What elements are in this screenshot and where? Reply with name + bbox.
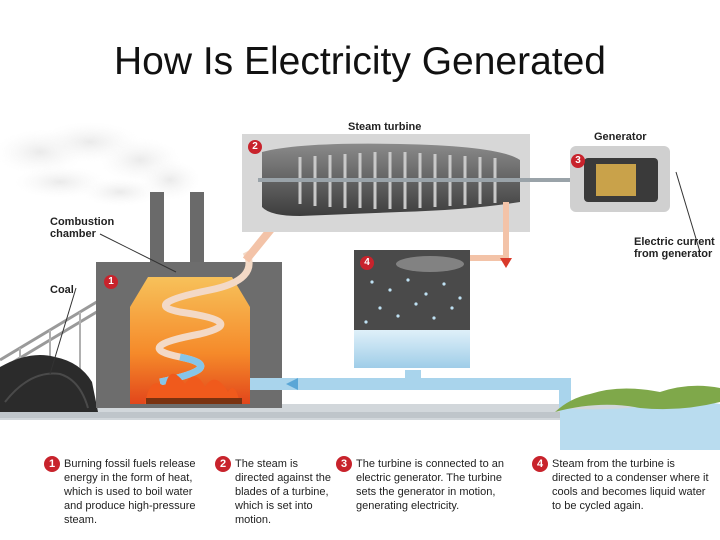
flow-arrow: [286, 378, 298, 390]
flames: [145, 373, 240, 404]
generator-coil: [596, 164, 636, 196]
current-leader: [675, 171, 701, 253]
caption-marker-4: 4: [532, 456, 548, 472]
condensing-droplets: [364, 278, 462, 324]
coal-pile: [0, 354, 98, 412]
water-return-pipe: [250, 378, 571, 408]
river: [560, 402, 720, 450]
combustion-leader: [99, 233, 177, 273]
power-plant-diagram: Steam turbine Generator Combustion chamb…: [0, 112, 720, 450]
chimney-left: [150, 192, 164, 262]
caption-text-1: Burning fossil fuels release energy in t…: [64, 458, 196, 526]
chimney-right: [190, 192, 204, 262]
step-captions: 1 Burning fossil fuels release energy in…: [0, 452, 720, 532]
smoke-plume: [0, 122, 200, 206]
marker-3: 3: [571, 154, 585, 168]
marker-2: 2: [248, 140, 262, 154]
ground-edge: [0, 412, 560, 418]
label-generator: Generator: [594, 131, 647, 143]
page-title: How Is Electricity Generated: [113, 40, 606, 83]
label-electric-current: Electric current from generator: [634, 236, 715, 260]
caption-marker-1: 1: [44, 456, 60, 472]
power-plant-illustration: [0, 122, 720, 450]
label-combustion-chamber: Combustion chamber: [50, 216, 115, 240]
caption-marker-2: 2: [215, 456, 231, 472]
marker-1: 1: [104, 275, 118, 289]
coal-leader: [49, 287, 77, 375]
caption-text-2: The steam is directed against the blades…: [235, 458, 332, 526]
combustion-chamber: [130, 277, 250, 404]
label-steam-turbine: Steam turbine: [348, 121, 422, 133]
label-coal: Coal: [50, 284, 74, 296]
caption-marker-3: 3: [336, 456, 352, 472]
grass-bank: [555, 385, 720, 412]
condenser-water: [354, 330, 470, 368]
marker-4: 4: [360, 256, 374, 270]
caption-text-3: The turbine is connected to an electric …: [356, 458, 504, 512]
caption-text-4: Steam from the turbine is directed to a …: [552, 458, 709, 512]
